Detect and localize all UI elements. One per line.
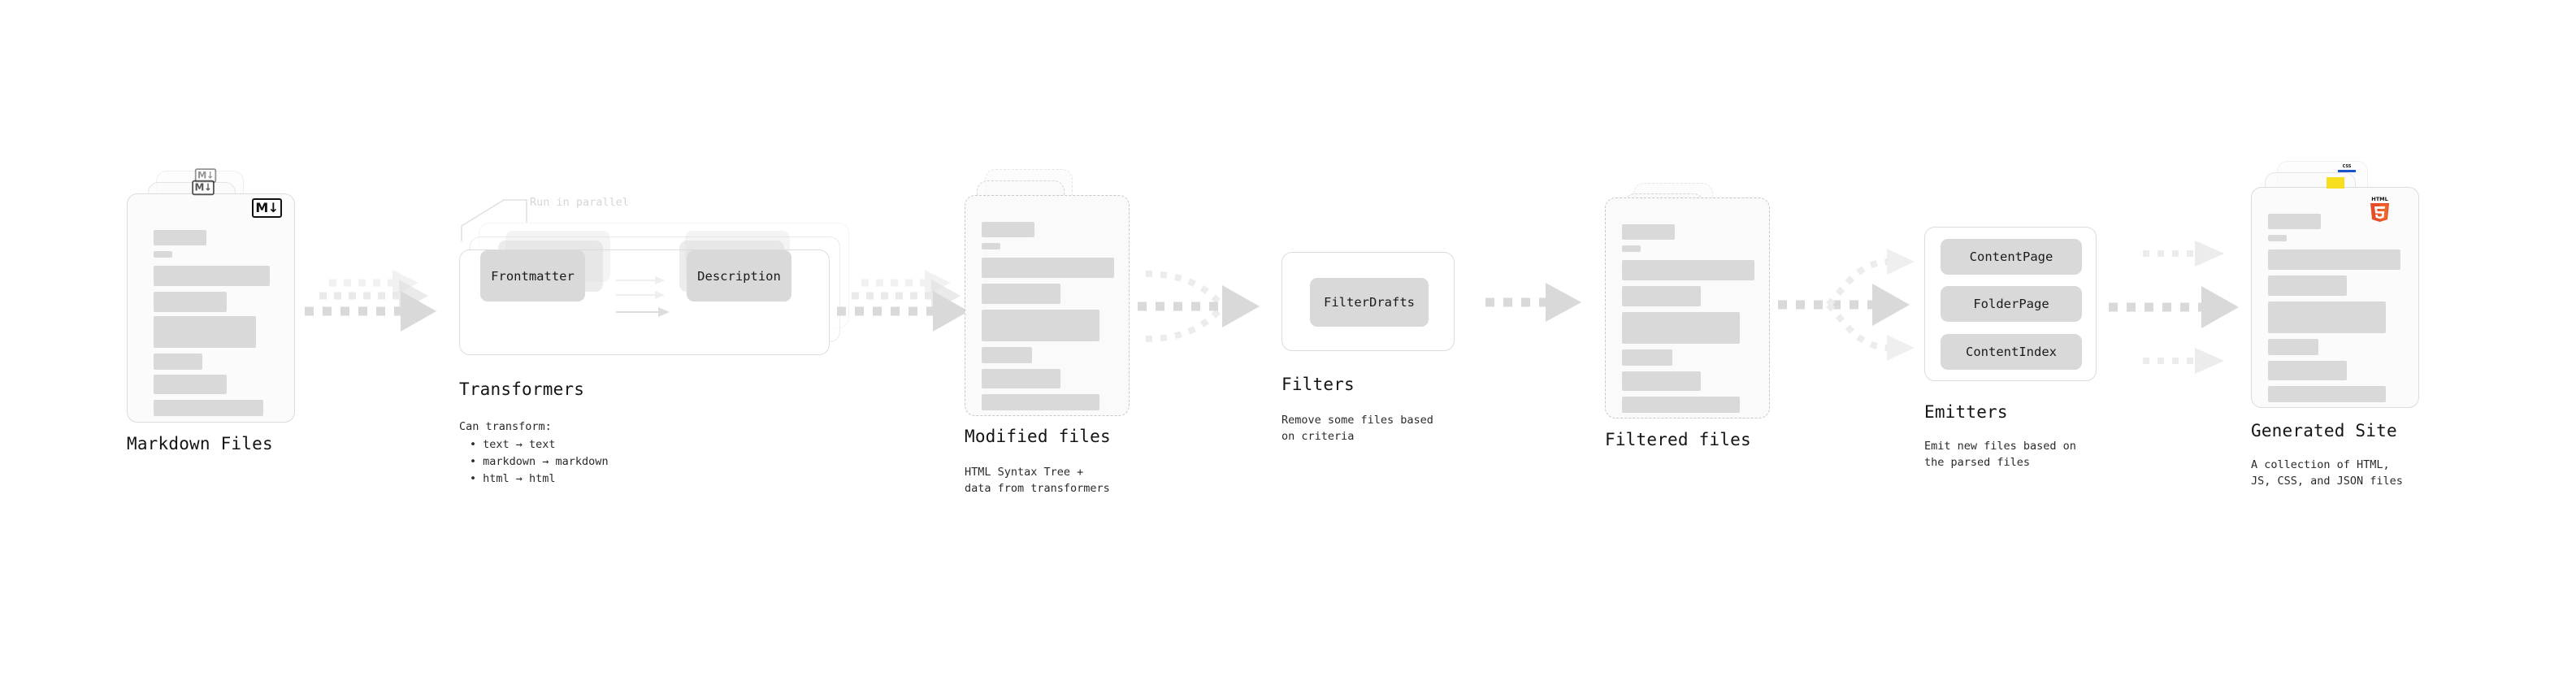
transformer-inner-arrows bbox=[616, 276, 670, 317]
run-in-parallel-bracket bbox=[461, 199, 527, 241]
run-in-parallel-label: Run in parallel bbox=[530, 196, 629, 209]
generated-site-title: Generated Site bbox=[2251, 421, 2397, 440]
css-icon-label: CSS bbox=[2342, 164, 2352, 169]
doc-line bbox=[982, 347, 1032, 363]
doc-line bbox=[2268, 361, 2347, 380]
markdown-file-card-front bbox=[127, 193, 295, 423]
doc-line bbox=[982, 258, 1114, 278]
doc-line bbox=[2268, 235, 2287, 241]
doc-line bbox=[2268, 249, 2400, 270]
html5-icon: HTML bbox=[2369, 195, 2391, 223]
transformer-chip-frontmatter[interactable]: Frontmatter bbox=[480, 250, 585, 301]
chip-label: Frontmatter bbox=[491, 268, 575, 284]
markdown-icon: M↓ bbox=[252, 198, 282, 218]
emitters-chip-contentindex[interactable]: ContentIndex bbox=[1941, 334, 2082, 370]
filters-caption: Remove some files based on criteria bbox=[1281, 414, 1433, 443]
doc-line bbox=[982, 310, 1099, 341]
doc-line bbox=[1622, 349, 1672, 366]
doc-line bbox=[154, 292, 227, 312]
doc-line bbox=[154, 266, 270, 286]
filtered-files-title: Filtered files bbox=[1605, 430, 1751, 449]
doc-line bbox=[1622, 371, 1701, 391]
connector-modified-to-filters bbox=[1138, 271, 1260, 342]
doc-line bbox=[2268, 275, 2347, 296]
doc-line bbox=[154, 400, 263, 416]
chip-label: Description bbox=[697, 268, 781, 284]
modified-file-card-front bbox=[965, 195, 1130, 416]
modified-files-caption: HTML Syntax Tree + data from transformer… bbox=[965, 466, 1110, 495]
css-icon: CSS bbox=[2338, 165, 2356, 176]
connector-transformers-to-modified bbox=[837, 270, 969, 332]
transformers-bullet: html → html bbox=[470, 471, 609, 488]
emitters-box: ContentPage FolderPage ContentIndex bbox=[1924, 227, 2097, 381]
doc-line bbox=[1622, 260, 1754, 280]
connector-filtered-to-emitters bbox=[1778, 249, 1915, 361]
filters-box: FilterDrafts bbox=[1281, 252, 1455, 351]
doc-line bbox=[1622, 397, 1740, 413]
chip-label: ContentPage bbox=[1969, 249, 2053, 264]
doc-line bbox=[982, 369, 1060, 388]
connector-markdown-to-transformers bbox=[305, 270, 436, 332]
chip-label: FilterDrafts bbox=[1324, 295, 1415, 310]
markdown-icon-label: M↓ bbox=[255, 200, 279, 215]
generated-site-caption: A collection of HTML, JS, CSS, and JSON … bbox=[2251, 458, 2403, 488]
markdown-icon-label: M↓ bbox=[194, 182, 212, 193]
markdown-icon: M↓ bbox=[192, 180, 215, 196]
doc-line bbox=[154, 230, 206, 245]
transformers-bullets: text → text markdown → markdown html → h… bbox=[470, 436, 609, 488]
transformers-bullet: text → text bbox=[470, 436, 609, 453]
markdown-files-title: Markdown Files bbox=[127, 434, 273, 453]
doc-line bbox=[2268, 339, 2318, 355]
doc-line bbox=[982, 284, 1060, 304]
transformers-bullet: markdown → markdown bbox=[470, 453, 608, 471]
css-icon-bar bbox=[2338, 170, 2356, 172]
doc-line bbox=[982, 222, 1034, 237]
doc-line bbox=[982, 243, 1000, 249]
doc-line bbox=[1622, 224, 1675, 240]
emitters-title: Emitters bbox=[1924, 402, 2008, 422]
filters-chip-filterdrafts[interactable]: FilterDrafts bbox=[1310, 278, 1429, 327]
js-icon bbox=[2327, 177, 2344, 189]
doc-line bbox=[982, 394, 1099, 410]
chip-label: FolderPage bbox=[1973, 297, 2049, 311]
chip-label: ContentIndex bbox=[1966, 345, 2057, 359]
doc-line bbox=[2268, 301, 2386, 333]
generated-site-stack: CSS HTML bbox=[0, 0, 2419, 408]
transformers-title: Transformers bbox=[459, 380, 585, 399]
doc-line bbox=[1622, 286, 1701, 306]
doc-line bbox=[154, 375, 227, 394]
doc-line bbox=[2268, 386, 2386, 402]
connector-emitters-to-site bbox=[2109, 241, 2239, 374]
doc-line bbox=[154, 316, 256, 348]
connector-filters-to-filtered bbox=[1485, 283, 1581, 322]
doc-line bbox=[154, 251, 172, 258]
svg-text:HTML: HTML bbox=[2371, 196, 2387, 202]
doc-line bbox=[1622, 312, 1740, 344]
transformers-caption-heading: Can transform: bbox=[459, 420, 552, 433]
markdown-icon-label: M↓ bbox=[197, 170, 215, 181]
emitters-chip-contentpage[interactable]: ContentPage bbox=[1941, 239, 2082, 275]
emitters-caption: Emit new files based on the parsed files bbox=[1924, 440, 2076, 469]
filtered-file-card-front bbox=[1605, 197, 1770, 419]
doc-line bbox=[2268, 214, 2321, 229]
doc-line bbox=[1622, 245, 1641, 252]
emitters-chip-folderpage[interactable]: FolderPage bbox=[1941, 286, 2082, 322]
doc-line bbox=[154, 354, 202, 370]
modified-files-title: Modified files bbox=[965, 427, 1111, 446]
filters-title: Filters bbox=[1281, 375, 1355, 394]
generated-site-card-front bbox=[2251, 187, 2419, 408]
transformer-chip-description[interactable]: Description bbox=[687, 250, 791, 301]
